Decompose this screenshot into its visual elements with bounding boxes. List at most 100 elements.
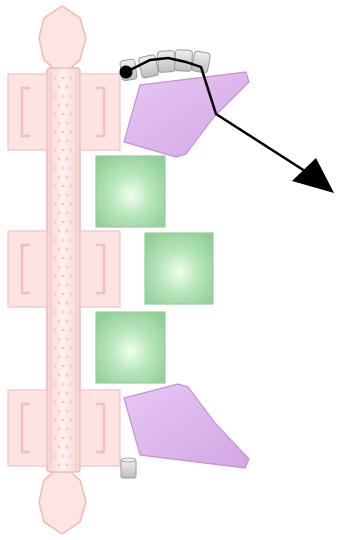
rail-dot [53,184,57,188]
rail-dot [53,148,57,152]
rail-dot [53,418,57,422]
rail-dot [65,373,69,377]
rail-dot [57,247,61,251]
rail-dot [53,310,57,314]
rail-dot [69,166,73,170]
rail-dot [57,373,61,377]
rail-dot [69,238,73,242]
rail-dot [65,193,69,197]
chain-link-5[interactable] [191,50,211,74]
rail-dot [65,427,69,431]
rail-dot [57,85,61,89]
rail-dot [65,175,69,179]
chain-link-3[interactable] [157,50,177,73]
rail-dot [53,328,57,332]
rail-blocks [7,73,121,467]
rail-dot [61,310,65,314]
rail-dot [57,121,61,125]
rail-dot [65,121,69,125]
rail-dot [61,166,65,170]
rail-dot [69,436,73,440]
rail-dot [61,112,65,116]
green-squares [95,155,214,384]
rail-top-cap [38,5,87,73]
rail-dot [69,454,73,458]
rail-dot [57,283,61,287]
rail-dot [57,391,61,395]
rail-block-right-2 [79,230,121,308]
rail-dot [69,94,73,98]
rail-dot [61,292,65,296]
rail-dot [53,346,57,350]
rail-dot [53,400,57,404]
rail-dot [61,364,65,368]
rail-dot [65,229,69,233]
rail-block-right-1 [79,73,121,151]
rail-dot [61,418,65,422]
rail-dot [57,157,61,161]
rail-dot [65,247,69,251]
rail-dot [69,292,73,296]
pointer-start-dot[interactable] [119,65,133,79]
rail-dot [57,193,61,197]
rail-dot [57,337,61,341]
rail-dot [61,454,65,458]
rail-shaft [46,67,81,473]
rail-dot [69,184,73,188]
rail-dot [65,391,69,395]
rail-dot [65,445,69,449]
rail-dot [57,265,61,269]
purple-shape-bottom[interactable] [123,383,250,469]
pointer-path [124,56,324,184]
rail-dot [57,229,61,233]
rail-dot [53,112,57,116]
rail-dot [53,130,57,134]
rail-dot [61,274,65,278]
rail-dot [69,112,73,116]
vertical-rail [38,5,87,535]
rail-dot [69,256,73,260]
rail-block-right-3 [79,389,121,467]
purple-shapes [123,71,250,469]
rail-dot [53,202,57,206]
rail-dot [61,184,65,188]
green-square-3[interactable] [95,311,166,384]
rail-dot [69,310,73,314]
rail-dot [57,301,61,305]
rail-dot [65,265,69,269]
rail-dot [65,157,69,161]
rail-dot [69,148,73,152]
rail-dot [57,355,61,359]
chain-link-2[interactable] [138,54,160,79]
rail-block-left-2 [7,230,48,308]
rail-dot [57,103,61,107]
rail-dot [57,319,61,323]
rail-dot [53,382,57,386]
rail-dot [65,211,69,215]
rail-dot [53,292,57,296]
small-cylinder[interactable] [120,457,137,479]
rail-dot [69,364,73,368]
rail-dot [69,202,73,206]
rail-dot [65,85,69,89]
purple-shape-top[interactable] [123,71,250,158]
rail-dot [61,94,65,98]
chain-links [119,49,211,81]
arrowhead-icon [292,158,334,193]
rail-block-left-3 [7,389,48,467]
rail-dot [61,436,65,440]
green-square-2[interactable] [144,232,214,305]
green-square-1[interactable] [95,155,166,228]
rail-dot [69,130,73,134]
rail-dot [61,148,65,152]
rail-dot [53,436,57,440]
rail-dot [61,346,65,350]
rail-dot [65,283,69,287]
rail-dot [61,130,65,134]
rail-dot [61,382,65,386]
rail-dot [65,103,69,107]
rail-dot [69,418,73,422]
rail-dot [61,202,65,206]
